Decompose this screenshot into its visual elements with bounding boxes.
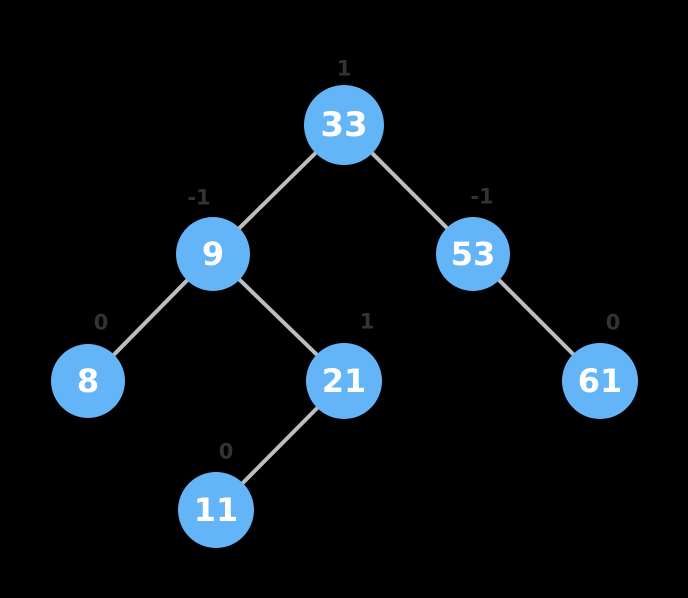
tree-node-value: 33 [320,105,368,145]
balance-factor-label: -1 [470,184,494,209]
tree-node-value: 53 [450,235,496,273]
tree-node[interactable]: 8 [51,344,125,418]
balance-factor-label: 0 [93,310,109,335]
tree-node[interactable]: 61 [562,343,638,419]
tree-node-value: 9 [201,235,225,273]
tree-node-value: 61 [577,362,623,400]
tree-node-value: 11 [193,491,239,529]
balance-factor-label: -1 [187,185,211,210]
balance-factor-label: 0 [605,310,621,335]
tree-node-value: 21 [321,362,367,400]
tree-node[interactable]: 9 [176,217,250,291]
tree-node[interactable]: 21 [306,343,382,419]
balance-factor-label: 1 [336,56,352,81]
tree-node-value: 8 [76,362,100,400]
tree-node[interactable]: 53 [436,217,510,291]
tree-node[interactable]: 33 [304,85,384,165]
balance-factor-label: 0 [218,439,234,464]
balance-factor-label: 1 [359,309,375,334]
tree-node[interactable]: 11 [178,472,254,548]
